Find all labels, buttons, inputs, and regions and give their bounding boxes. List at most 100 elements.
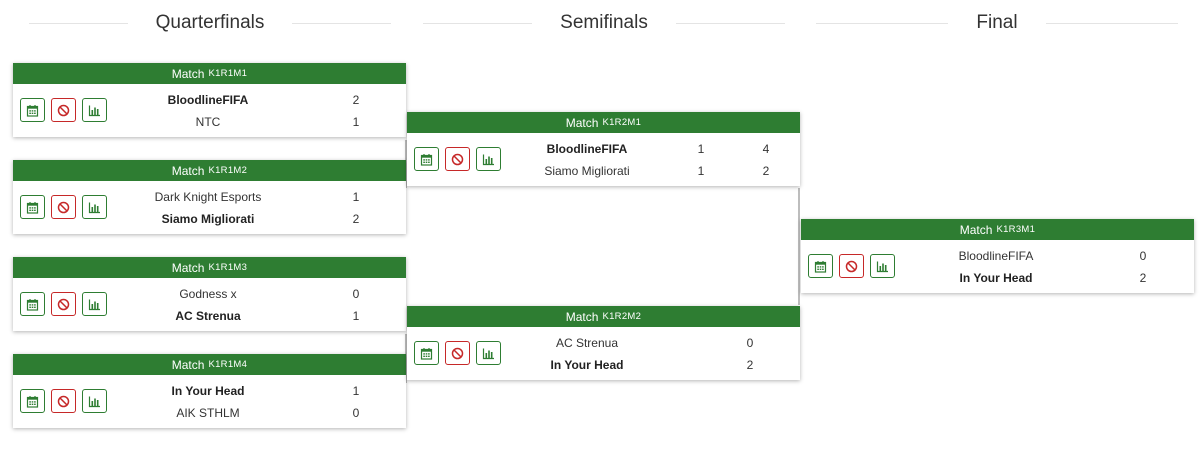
schedule-button[interactable] [20,389,45,413]
divider [292,22,391,24]
team-name: BloodlineFIFA [167,93,249,107]
chart-icon [88,105,100,116]
cancel-button[interactable] [445,341,470,365]
cancel-icon [451,153,464,165]
calendar-icon [420,347,433,360]
match-header: Match K1R1M2 [13,160,406,181]
stats-button[interactable] [82,389,107,413]
team-score-leg2: 2 [762,164,770,178]
match-code: K1R2M2 [602,311,642,322]
round-title-final: Final [800,10,1194,36]
team-name: AC Strenua [175,309,241,323]
team-row: AC Strenua 1 [13,305,406,327]
stats-button[interactable] [82,292,107,316]
schedule-button[interactable] [20,98,45,122]
match-label: Match [565,309,599,324]
calendar-icon [26,201,39,214]
chart-icon [88,396,100,407]
cancel-button[interactable] [51,292,76,316]
bracket-connector [405,140,407,188]
team-name: AIK STHLM [176,406,240,420]
match-header: Match K1R1M4 [13,354,406,375]
team-row: Dark Knight Esports 1 [13,186,406,208]
match-header: Match K1R1M3 [13,257,406,278]
stats-button[interactable] [82,98,107,122]
stats-button[interactable] [870,254,895,278]
cancel-button[interactable] [51,98,76,122]
team-row: Siamo Migliorati 1 2 [407,160,800,182]
round-title-quarterfinals: Quarterfinals [13,10,407,36]
team-row: BloodlineFIFA 1 4 [407,138,800,160]
calendar-icon [26,104,39,117]
match-card-k1r1m1: Match K1R1M1 BloodlineFIFA 2 NTC 1 [13,63,406,137]
match-card-k1r1m2: Match K1R1M2 Dark Knight Esports 1 Siamo… [13,160,406,234]
team-name: AC Strenua [555,336,619,350]
chart-icon [876,261,888,272]
cancel-button[interactable] [445,147,470,171]
match-header: Match K1R2M2 [407,306,800,327]
match-label: Match [171,66,205,81]
stats-button[interactable] [476,147,501,171]
schedule-button[interactable] [20,292,45,316]
divider [29,22,128,24]
team-score: 0 [352,406,360,420]
team-score: 1 [352,115,360,129]
bracket-connector [405,334,407,383]
bracket-connector [798,188,800,305]
chart-icon [482,348,494,359]
calendar-icon [26,298,39,311]
match-label: Match [565,115,599,130]
team-name: In Your Head [171,384,245,398]
divider [816,22,949,24]
match-code: K1R1M1 [208,68,248,79]
round-label: Final [976,12,1018,33]
team-name: In Your Head [550,358,624,372]
team-score: 1 [352,190,360,204]
cancel-button[interactable] [839,254,864,278]
divider [1045,22,1178,24]
team-name: Siamo Migliorati [544,164,630,178]
match-label: Match [171,260,205,275]
match-card-k1r1m3: Match K1R1M3 Godness x 0 AC Strenua 1 [13,257,406,331]
schedule-button[interactable] [808,254,833,278]
cancel-button[interactable] [51,389,76,413]
cancel-icon [451,347,464,359]
match-label: Match [959,222,993,237]
team-row: NTC 1 [13,111,406,133]
team-name: BloodlineFIFA [546,142,628,156]
team-row: AC Strenua 0 [407,332,800,354]
match-code: K1R1M3 [208,262,248,273]
schedule-button[interactable] [20,195,45,219]
match-code: K1R3M1 [996,224,1036,235]
team-name: BloodlineFIFA [958,249,1034,263]
divider [675,22,785,24]
team-row: In Your Head 2 [407,354,800,376]
team-score: 0 [746,336,754,350]
team-score: 2 [352,93,360,107]
match-card-k1r2m2: Match K1R2M2 AC Strenua 0 In Your Head 2 [407,306,800,380]
schedule-button[interactable] [414,147,439,171]
team-row: Godness x 0 [13,283,406,305]
calendar-icon [420,153,433,166]
schedule-button[interactable] [414,341,439,365]
round-title-semifinals: Semifinals [407,10,801,36]
team-row: In Your Head 2 [801,267,1194,289]
team-name: Dark Knight Esports [154,190,262,204]
team-name: Siamo Migliorati [161,212,255,226]
cancel-icon [57,201,70,213]
cancel-button[interactable] [51,195,76,219]
stats-button[interactable] [82,195,107,219]
team-score: 0 [1139,249,1147,263]
divider [423,22,533,24]
match-card-k1r1m4: Match K1R1M4 In Your Head 1 AIK STHLM 0 [13,354,406,428]
match-header: Match K1R1M1 [13,63,406,84]
round-label: Semifinals [560,12,648,33]
cancel-icon [845,260,858,272]
match-code: K1R1M2 [208,165,248,176]
team-row: Siamo Migliorati 2 [13,208,406,230]
match-label: Match [171,357,205,372]
stats-button[interactable] [476,341,501,365]
team-score: 1 [352,384,360,398]
team-score: 0 [352,287,360,301]
team-name: Godness x [179,287,237,301]
